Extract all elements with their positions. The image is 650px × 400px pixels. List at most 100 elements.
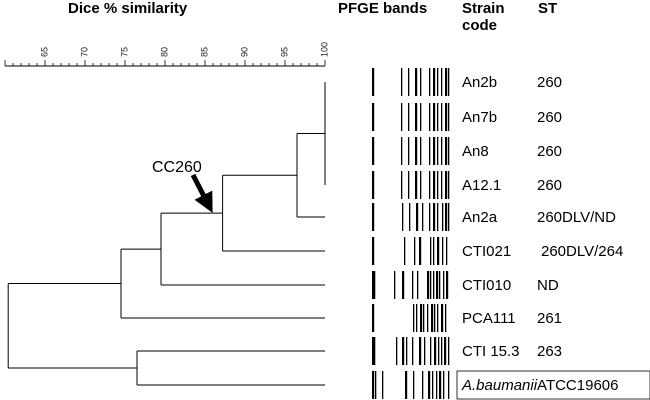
- pfge-band: [402, 271, 405, 299]
- pfge-band: [420, 68, 422, 96]
- pfge-band: [442, 237, 444, 265]
- scale-tick-label: 85: [199, 47, 209, 57]
- strain-code: An8: [462, 143, 489, 160]
- strain-code: CTI021: [462, 243, 511, 260]
- pfge-band: [415, 171, 418, 199]
- pfge-band: [437, 237, 440, 265]
- scale-tick-label: 75: [119, 47, 129, 57]
- pfge-band: [422, 371, 424, 399]
- st-value: 260: [537, 143, 562, 160]
- dendrogram: [7, 82, 326, 386]
- pfge-band: [402, 203, 404, 231]
- pfge-band: [417, 271, 419, 299]
- cc260-arrow: [190, 173, 213, 213]
- cc260-annotation: CC260: [152, 159, 213, 213]
- pfge-band: [436, 371, 438, 399]
- header-pfge-bands: PFGE bands: [338, 0, 428, 17]
- strain-code: A12.1: [462, 177, 501, 194]
- pfge-band: [444, 337, 447, 365]
- pfge-band: [372, 271, 375, 299]
- header-strain-code: Strain code: [462, 0, 505, 34]
- pfge-band: [382, 371, 384, 399]
- pfge-band: [433, 203, 436, 231]
- pfge-band: [416, 203, 419, 231]
- pfge-band: [401, 137, 403, 165]
- pfge-band-patterns: [372, 68, 450, 399]
- pfge-band: [441, 103, 443, 131]
- pfge-band: [445, 103, 448, 131]
- pfge-band: [419, 337, 422, 365]
- pfge-band: [372, 304, 375, 332]
- pfge-band: [374, 271, 376, 299]
- pfge-band: [420, 304, 423, 332]
- pfge-band: [433, 68, 436, 96]
- pfge-band: [372, 137, 375, 165]
- pfge-band: [446, 237, 448, 265]
- st-value: 260: [537, 177, 562, 194]
- pfge-band: [433, 137, 436, 165]
- pfge-band: [445, 68, 448, 96]
- strain-code: An7b: [462, 109, 497, 126]
- scale-tick-label: 65: [39, 47, 49, 57]
- pfge-band: [401, 103, 403, 131]
- pfge-band: [437, 137, 439, 165]
- pfge-band: [427, 271, 430, 299]
- st-value: 263: [537, 343, 562, 360]
- pfge-band: [424, 337, 426, 365]
- pfge-band: [428, 371, 431, 399]
- pfge-band: [443, 271, 445, 299]
- pfge-band: [430, 271, 432, 299]
- pfge-band: [415, 137, 418, 165]
- header-st: ST: [538, 0, 558, 17]
- pfge-band: [448, 171, 450, 199]
- scale-tick-label: 90: [239, 47, 249, 57]
- pfge-band: [422, 203, 424, 231]
- pfge-band: [448, 103, 450, 131]
- pfge-band: [448, 337, 450, 365]
- pfge-band: [401, 171, 403, 199]
- pfge-band: [429, 137, 431, 165]
- pfge-band: [441, 304, 444, 332]
- pfge-band: [415, 103, 418, 131]
- pfge-band: [432, 371, 434, 399]
- pfge-band: [423, 304, 425, 332]
- pfge-band: [437, 68, 439, 96]
- pfge-band: [412, 271, 414, 299]
- strain-code: An2a: [462, 209, 498, 226]
- pfge-band: [441, 68, 443, 96]
- pfge-band: [372, 237, 375, 265]
- cc260-label: CC260: [152, 159, 202, 176]
- pfge-band: [430, 337, 432, 365]
- st-value: ND: [537, 277, 559, 294]
- pfge-band: [448, 68, 450, 96]
- pfge-band: [372, 171, 375, 199]
- pfge-band: [437, 171, 439, 199]
- pfge-band: [372, 103, 375, 131]
- pfge-band: [375, 371, 377, 399]
- pfge-band: [445, 171, 448, 199]
- pfge-band: [445, 137, 448, 165]
- pfge-band: [374, 337, 376, 365]
- pfge-band: [445, 203, 448, 231]
- pfge-band: [413, 304, 415, 332]
- pfge-band: [420, 137, 422, 165]
- pfge-band: [433, 237, 435, 265]
- pfge-band: [431, 304, 434, 332]
- pfge-band: [415, 68, 418, 96]
- pfge-band: [429, 103, 431, 131]
- pfge-band: [441, 337, 443, 365]
- pfge-band: [441, 137, 443, 165]
- pfge-band: [416, 304, 418, 332]
- pfge-band: [409, 203, 411, 231]
- pfge-band: [448, 371, 450, 399]
- pfge-band: [413, 371, 415, 399]
- pfge-band: [437, 304, 439, 332]
- reference-strain-box: [456, 370, 650, 400]
- pfge-band: [408, 137, 410, 165]
- pfge-band: [438, 337, 440, 365]
- scale-tick-label: 95: [279, 47, 289, 57]
- pfge-band: [404, 237, 406, 265]
- pfge-band: [401, 68, 403, 96]
- pfge-band: [448, 203, 450, 231]
